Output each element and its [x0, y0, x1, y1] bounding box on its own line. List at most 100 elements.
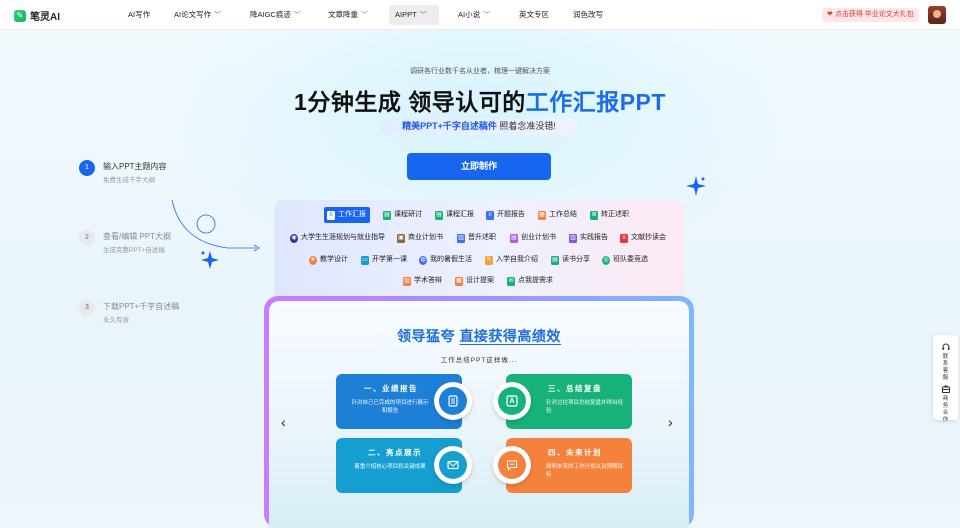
nav-label: AIPPT [395, 10, 417, 19]
preview-title: 领导猛夸 直接获得高绩效 [269, 326, 689, 346]
template-preview-frame: 领导猛夸 直接获得高绩效 工作总结PPT这样做... 一、业绩报告 针对自己已完… [264, 296, 694, 528]
plan-icon [506, 460, 518, 471]
card-desc: 阐明未来的工作计划以及预期目标 [546, 464, 624, 478]
card-title: 四、未来计划 [548, 448, 602, 457]
tag-proposal[interactable]: ≡开题报告 [483, 207, 529, 223]
logo-icon: ✎ [14, 9, 26, 22]
tag-class-election[interactable]: ◎班队委竞选 [599, 252, 652, 268]
tag-label: 课程汇报 [446, 211, 474, 218]
nav-item-aippt[interactable]: AIPPT﹀ [389, 5, 439, 25]
side-float-panel: 联系客服 商务合作 [933, 335, 958, 423]
message-icon: ✉ [507, 276, 515, 286]
tag-work-report[interactable]: ≡工作汇报 [324, 207, 370, 223]
nav-item-ai-novel[interactable]: AI小说﹀ [452, 5, 496, 25]
nav-item-english[interactable]: 英文专区 [513, 5, 555, 25]
monitor-icon: ▭ [361, 255, 369, 265]
tag-practice-report[interactable]: ▥实践报告 [566, 230, 612, 246]
card-desc: 着重介绍核心项目和关键成果 [354, 464, 426, 470]
tag-summer-life[interactable]: ◍我的暑假生活 [416, 252, 476, 268]
nav-item-ai-writing[interactable]: AI写作 [122, 5, 156, 25]
business-cooperation-button[interactable]: 商务合作 [933, 384, 958, 424]
create-now-button[interactable]: 立即制作 [407, 153, 551, 180]
vote-icon: ◎ [602, 255, 610, 265]
books-icon: ▥ [403, 276, 411, 286]
tag-academic-defense[interactable]: ▥学术答辩 [400, 273, 446, 289]
logo[interactable]: ✎ 笔灵AI [14, 8, 60, 23]
nav-item-polish[interactable]: 润色改写 [567, 5, 609, 25]
card-badge [434, 446, 472, 484]
float-label: 联系客服 [942, 354, 949, 381]
tag-label: 开题报告 [497, 211, 525, 218]
tag-course-seminar[interactable]: ▤课程研讨 [380, 207, 426, 223]
card-badge [493, 446, 531, 484]
card-desc: 针对过往项目总结复盘并得出经验 [546, 400, 624, 414]
tag-label: 学术答辩 [414, 277, 442, 284]
card-desc: 针对自己已完成的项目进行展示和报告 [351, 400, 429, 414]
carousel-next-button[interactable]: › [668, 414, 673, 430]
chart-icon: ▥ [569, 233, 577, 243]
headline-highlight: 工作汇报PPT [525, 89, 666, 115]
tag-teaching-design[interactable]: ★教学设计 [306, 252, 352, 268]
list-icon: ≣ [590, 210, 598, 220]
tag-label: 开学第一课 [372, 256, 407, 263]
nav-item-ai-paper[interactable]: AI论文写作﹀ [168, 5, 227, 25]
chevron-down-icon: ﹀ [483, 12, 491, 19]
mail-icon [447, 460, 459, 470]
globe-icon: ◍ [419, 255, 427, 265]
tag-career-planning[interactable]: ◉大学生生涯规划与就业指导 [287, 230, 389, 246]
sparkle-icon [201, 251, 219, 269]
tag-label: 点我提需求 [518, 277, 553, 284]
tag-label: 工作汇报 [338, 211, 366, 218]
carousel-prev-button[interactable]: ‹ [281, 414, 286, 430]
tag-label: 创业计划书 [521, 234, 556, 241]
palette-icon: ▦ [455, 276, 463, 286]
nav-label: AI小说 [458, 10, 481, 19]
pencil-icon: ✎ [485, 255, 493, 265]
chevron-down-icon: ﹀ [361, 12, 368, 19]
step-title: 下载PPT+千字自述稿 [103, 302, 180, 311]
tag-literature-review[interactable]: ≡文献抄读会 [617, 230, 670, 246]
tag-design-proposal[interactable]: ▦设计提案 [452, 273, 498, 289]
nav-item-reduce-aigc[interactable]: 降AIGC痕迹﹀ [244, 5, 307, 25]
avatar[interactable] [928, 6, 946, 24]
chevron-down-icon: ﹀ [293, 12, 301, 19]
tag-request[interactable]: ✉点我提需求 [504, 273, 557, 289]
hero-subtitle: 调研各行业数千名从业者，梳理一键解决方案 [410, 68, 550, 75]
top-nav: ✎ 笔灵AI AI写作 AI论文写作﹀ 降AIGC痕迹﹀ 文章降重﹀ AIPPT… [0, 0, 960, 30]
tag-course-report[interactable]: ▤课程汇报 [432, 207, 478, 223]
tag-self-intro[interactable]: ✎入学自我介绍 [482, 252, 542, 268]
book-icon: ▤ [383, 210, 391, 220]
tag-book-sharing[interactable]: ▤读书分享 [548, 252, 594, 268]
tag-business-plan[interactable]: ▣商业计划书 [394, 230, 447, 246]
tag-first-class[interactable]: ▭开学第一课 [358, 252, 411, 268]
sparkle-icon [686, 176, 706, 196]
headset-icon [942, 343, 949, 350]
tag-startup-plan[interactable]: ▤创业计划书 [507, 230, 560, 246]
tag-label: 商业计划书 [408, 234, 443, 241]
report-icon [448, 395, 458, 407]
card-title: 三、总结复盘 [548, 384, 602, 393]
book-icon: ▤ [435, 210, 443, 220]
document-icon: ≡ [327, 210, 335, 220]
preview-subtitle: 工作总结PPT这样做... [440, 357, 518, 364]
template-tag-panel: ≡工作汇报 ▤课程研讨 ▤课程汇报 ≡开题报告 ▦工作总结 ≣转正述职 ◉大学生… [274, 200, 684, 300]
promo-label: 点击获得 毕业论文大礼包 [834, 11, 914, 18]
tag-work-summary[interactable]: ▦工作总结 [535, 207, 581, 223]
book-icon: ▤ [551, 255, 559, 265]
tag-regular-report[interactable]: ≣转正述职 [587, 207, 633, 223]
card-title: 一、业绩报告 [364, 384, 418, 393]
tag-label: 我的暑假生活 [430, 256, 472, 263]
pill-rest: 照着念准没错! [496, 121, 556, 131]
nav-label: AI写作 [128, 10, 151, 19]
float-label: 商务合作 [942, 396, 949, 423]
nav-item-dedupe[interactable]: 文章降重﹀ [322, 5, 374, 25]
step-desc: 生成完整PPT+自述稿 [103, 247, 165, 254]
gift-icon: ❤ [827, 11, 833, 18]
tag-promotion-report[interactable]: ▥晋升述职 [454, 230, 500, 246]
contact-support-button[interactable]: 联系客服 [933, 342, 958, 382]
tag-label: 教学设计 [320, 256, 348, 263]
headline-prefix: 1分钟生成 领导认可的 [294, 89, 526, 115]
step-title: 查看/编辑 PPT大纲 [103, 232, 172, 241]
promo-gift-button[interactable]: ❤ 点击获得 毕业论文大礼包 [822, 8, 919, 22]
document-icon: ≡ [486, 210, 494, 220]
